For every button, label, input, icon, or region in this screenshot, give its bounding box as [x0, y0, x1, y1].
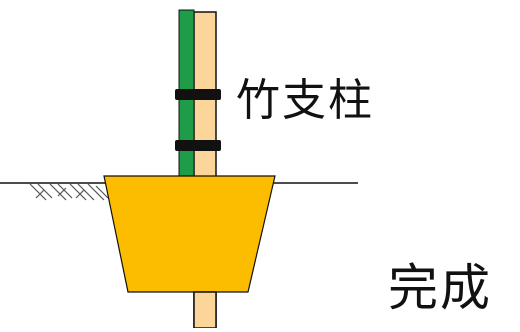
tree-trunk-below: [193, 291, 217, 329]
soil-hatching: [29, 183, 109, 201]
complete-label: 完成: [388, 259, 492, 317]
root-ball: [103, 175, 276, 293]
stake-binding-upper: [175, 89, 221, 100]
stake-binding-lower: [175, 140, 221, 151]
stake-label: 竹支柱: [236, 75, 374, 126]
